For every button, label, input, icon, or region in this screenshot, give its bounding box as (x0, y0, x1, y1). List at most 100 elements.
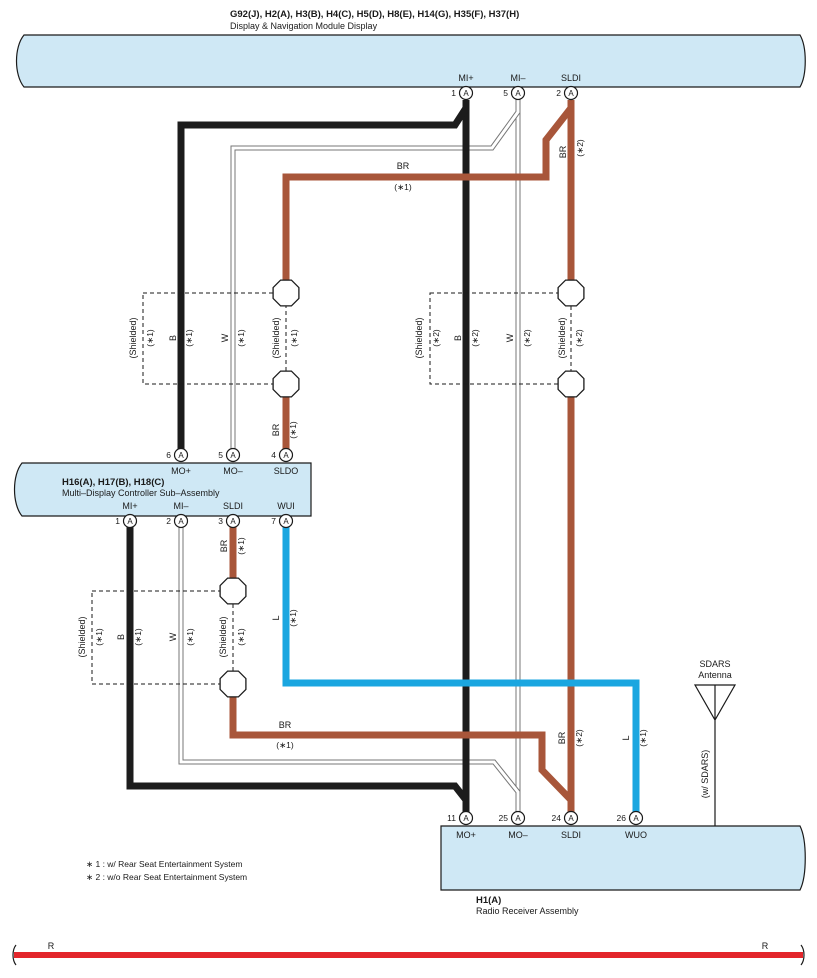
wire-note-label: (∗1) (184, 329, 194, 347)
display-module: G92(J), H2(A), H3(B), H4(C), H5(D), H8(E… (15, 9, 806, 88)
controller-body (13, 462, 312, 517)
wire-color-label: BR (557, 731, 567, 744)
wire-note-label: (∗1) (236, 628, 246, 646)
ground-red-wire: R R (12, 941, 805, 966)
pin-number: 5 (218, 450, 223, 460)
pin-connector (563, 810, 579, 826)
wire-color-label: BR (271, 423, 281, 436)
display-module-body (15, 34, 806, 88)
pin-connector (563, 85, 579, 101)
pin-label: MO– (223, 466, 243, 476)
wire-note-label: (∗2) (575, 139, 585, 157)
footnote-2: ∗ 2 : w/o Rear Seat Entertainment System (86, 872, 247, 882)
pin-connector (173, 513, 189, 529)
splice-points (219, 279, 585, 698)
splice-point (219, 577, 247, 605)
pin-number: 4 (271, 450, 276, 460)
pin-number: 2 (166, 516, 171, 526)
wire-note-label: (∗1) (94, 628, 104, 646)
pin-connector-letter: A (633, 814, 639, 823)
sdars-antenna: SDARS Antenna (w/ SDARS) (693, 659, 737, 826)
pin-label: MO+ (171, 466, 191, 476)
pin-label: SLDO (274, 466, 299, 476)
wire-labels: BR (∗1) BR (∗2) (Shielded) (∗1) B (∗1) W… (77, 139, 648, 750)
shield-label: (Shielded) (128, 317, 138, 358)
pin-connector (458, 810, 474, 826)
wire-color-label: BR (558, 145, 568, 158)
wire-b-controller-receiver (126, 527, 469, 803)
pin-connector-letter: A (463, 89, 469, 98)
wire-note-label: (∗1) (276, 740, 294, 750)
pin-label: SLDI (561, 73, 581, 83)
wire-note-label: (∗2) (574, 729, 584, 747)
shield-label: (Shielded) (218, 616, 228, 657)
wire-color-label: BR (397, 161, 410, 171)
pin-label: WUI (277, 501, 295, 511)
pin-number: 26 (617, 813, 627, 823)
pin-label: MI+ (458, 73, 473, 83)
pin-connector-letter: A (178, 451, 184, 460)
pin-connector (278, 447, 294, 463)
wire-note-label: (∗2) (431, 329, 441, 347)
pin-connector (628, 810, 644, 826)
pin-number: 3 (218, 516, 223, 526)
shield-label: (Shielded) (271, 317, 281, 358)
wire-note-label: (∗1) (288, 609, 298, 627)
display-module-name: Display & Navigation Module Display (230, 21, 378, 31)
pin-connector (225, 513, 241, 529)
wire-color-label: W (220, 333, 230, 342)
antenna-label: SDARS (699, 659, 730, 669)
wire-note-label: (∗2) (574, 329, 584, 347)
antenna-icon (693, 684, 737, 826)
controller-name: Multi–Display Controller Sub–Assembly (62, 488, 220, 498)
shield-box-upper-right (429, 292, 572, 385)
wire-color-label: L (621, 735, 631, 740)
splice-point (557, 370, 585, 398)
pin-label: SLDI (561, 830, 581, 840)
shield-box-upper-left (142, 292, 287, 385)
wire-color-label: R (762, 941, 769, 951)
pin-number: 25 (499, 813, 509, 823)
wire-l-controller-receiver (282, 527, 640, 818)
wire-note-label: (∗1) (394, 182, 412, 192)
pin-label: WUO (625, 830, 647, 840)
wire-note-label: (∗1) (185, 628, 195, 646)
wire-note-label: (∗1) (236, 537, 246, 555)
pin-label: MO+ (456, 830, 476, 840)
pin-number: 5 (503, 88, 508, 98)
pin-connector (122, 513, 138, 529)
wire-color-label: L (271, 615, 281, 620)
pin-label: MO– (508, 830, 528, 840)
pin-number: 1 (115, 516, 120, 526)
wire-note-label: (∗2) (470, 329, 480, 347)
pin-connector-letter: A (230, 517, 236, 526)
pin-connector (173, 447, 189, 463)
wire-w-controller-receiver (178, 527, 521, 818)
wire-color-label: W (168, 632, 178, 641)
pin-connector-letter: A (283, 517, 289, 526)
receiver-codes: H1(A) (476, 895, 501, 906)
controller-assembly: MO+ MO– SLDO H16(A), H17(B), H18(C) Mult… (13, 462, 312, 517)
pin-label: MI– (173, 501, 188, 511)
wire-note-label: (∗1) (145, 329, 155, 347)
pin-connector-letter: A (127, 517, 133, 526)
receiver-assembly: MO+ MO– SLDI WUO H1(A) Radio Receiver As… (440, 825, 806, 916)
wire-note-label: (∗1) (288, 421, 298, 439)
pin-number: 11 (447, 813, 456, 823)
antenna-condition: (w/ SDARS) (700, 750, 710, 799)
pin-number: 6 (166, 450, 171, 460)
pin-number: 7 (271, 516, 276, 526)
pin-number: 2 (556, 88, 561, 98)
wire-color-label: B (168, 335, 178, 341)
wire-b-display-controller (177, 106, 469, 456)
shield-label: (Shielded) (557, 317, 567, 358)
receiver-body (440, 825, 806, 891)
display-module-codes: G92(J), H2(A), H3(B), H4(C), H5(D), H8(E… (230, 9, 519, 20)
controller-codes: H16(A), H17(B), H18(C) (62, 477, 164, 488)
pin-connector-letter: A (568, 89, 574, 98)
pin-connector (510, 85, 526, 101)
wire-color-label: B (453, 335, 463, 341)
pin-connector-letter: A (515, 814, 521, 823)
